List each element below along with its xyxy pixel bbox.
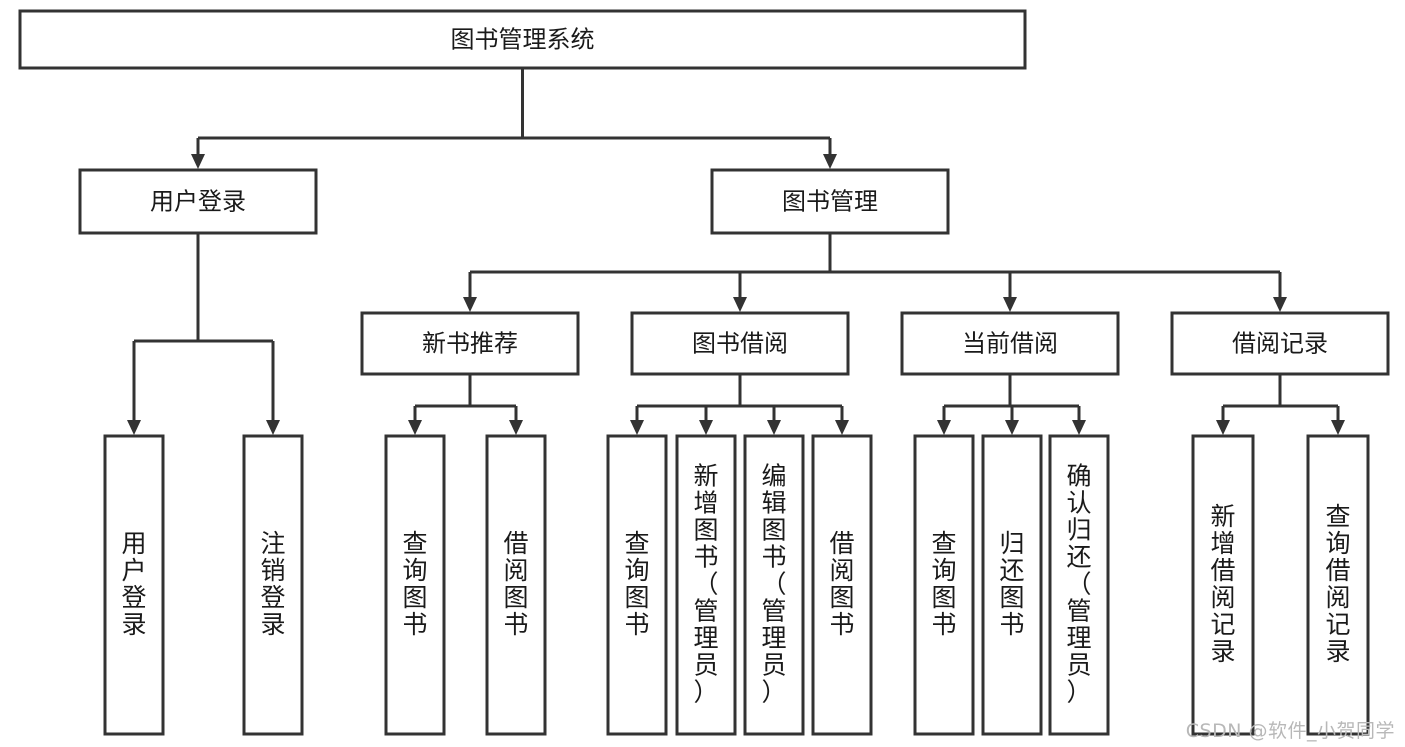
level3-node-3-box[interactable] [900, 311, 1120, 376]
level3-node-1-box[interactable] [360, 311, 580, 376]
leaf-node-1[interactable]: 用户登录 [103, 434, 165, 736]
level2-node-1-label: 用户登录 [150, 188, 246, 216]
leaf-node-11-label: 确认归还（管理员） [1066, 462, 1091, 707]
leaf-node-3-box[interactable] [384, 434, 446, 736]
leaf-node-9[interactable]: 查询图书 [913, 434, 975, 736]
leaf-node-4[interactable]: 借阅图书 [485, 434, 547, 736]
arrow-head-icon [463, 297, 477, 312]
leaf-node-5-label: 查询图书 [624, 529, 649, 639]
level2-node-1-box[interactable] [78, 168, 318, 235]
leaf-node-3[interactable]: 查询图书 [384, 434, 446, 736]
level3-node-4-label: 借阅记录 [1232, 330, 1328, 358]
leaf-node-10-label: 归还图书 [999, 529, 1024, 639]
arrow-head-icon [937, 420, 951, 435]
arrow-head-icon [733, 297, 747, 312]
arrow-head-icon [509, 420, 523, 435]
level3-node-1-label: 新书推荐 [422, 330, 518, 358]
leaf-node-7-box[interactable] [743, 434, 805, 736]
arrow-head-icon [266, 420, 280, 435]
arrow-head-icon [1331, 420, 1345, 435]
arrow-head-icon [1003, 297, 1017, 312]
leaf-node-10[interactable]: 归还图书 [981, 434, 1043, 736]
leaf-node-9-label: 查询图书 [931, 529, 956, 639]
leaf-node-11-box[interactable] [1048, 434, 1110, 736]
leaf-node-12-label: 新增借阅记录 [1210, 502, 1235, 666]
leaf-node-2-box[interactable] [242, 434, 304, 736]
leaf-node-12[interactable]: 新增借阅记录 [1191, 434, 1255, 736]
leaf-node-6-label: 新增图书（管理员） [693, 462, 718, 707]
leaf-node-12-box[interactable] [1191, 434, 1255, 736]
level3-node-4-box[interactable] [1170, 311, 1390, 376]
level3-node-2-label: 图书借阅 [692, 330, 788, 358]
root-node-book-management-system-label: 图书管理系统 [451, 26, 595, 54]
node-layer: 图书管理系统用户登录图书管理新书推荐图书借阅当前借阅借阅记录用户登录注销登录查询… [18, 9, 1390, 736]
leaf-node-3-label: 查询图书 [402, 529, 427, 639]
arrow-head-icon [1273, 297, 1287, 312]
arrow-head-icon [823, 154, 837, 169]
leaf-node-5-box[interactable] [606, 434, 668, 736]
level3-node-3-label: 当前借阅 [962, 330, 1058, 358]
leaf-node-6-box[interactable] [675, 434, 737, 736]
arrow-head-icon [127, 420, 141, 435]
leaf-node-11[interactable]: 确认归还（管理员） [1048, 434, 1110, 736]
leaf-node-13[interactable]: 查询借阅记录 [1306, 434, 1370, 736]
arrow-head-icon [191, 154, 205, 169]
level2-node-1[interactable]: 用户登录 [78, 168, 318, 235]
watermark-text: CSDN @软件_小贺同学 [1185, 720, 1395, 742]
leaf-node-4-box[interactable] [485, 434, 547, 736]
leaf-node-2-label: 注销登录 [260, 529, 285, 639]
leaf-node-8[interactable]: 借阅图书 [811, 434, 873, 736]
leaf-node-1-box[interactable] [103, 434, 165, 736]
leaf-node-4-label: 借阅图书 [503, 529, 528, 639]
arrow-head-icon [1005, 420, 1019, 435]
arrow-head-icon [835, 420, 849, 435]
leaf-node-6[interactable]: 新增图书（管理员） [675, 434, 737, 736]
level3-node-1[interactable]: 新书推荐 [360, 311, 580, 376]
root-node-book-management-system-box[interactable] [18, 9, 1027, 70]
arrow-head-icon [699, 420, 713, 435]
leaf-node-9-box[interactable] [913, 434, 975, 736]
leaf-node-13-label: 查询借阅记录 [1325, 502, 1350, 666]
leaf-node-10-box[interactable] [981, 434, 1043, 736]
leaf-node-8-box[interactable] [811, 434, 873, 736]
level3-node-3[interactable]: 当前借阅 [900, 311, 1120, 376]
arrow-head-icon [767, 420, 781, 435]
leaf-node-1-label: 用户登录 [121, 529, 146, 639]
leaf-node-8-label: 借阅图书 [829, 529, 854, 639]
root-node-book-management-system[interactable]: 图书管理系统 [18, 9, 1027, 70]
arrow-head-icon [1216, 420, 1230, 435]
level2-node-2[interactable]: 图书管理 [710, 168, 950, 235]
level3-node-2[interactable]: 图书借阅 [630, 311, 850, 376]
edge-layer [127, 68, 1345, 435]
level2-node-2-box[interactable] [710, 168, 950, 235]
leaf-node-7[interactable]: 编辑图书（管理员） [743, 434, 805, 736]
arrow-head-icon [408, 420, 422, 435]
level3-node-4[interactable]: 借阅记录 [1170, 311, 1390, 376]
level2-node-2-label: 图书管理 [782, 188, 878, 216]
level3-node-2-box[interactable] [630, 311, 850, 376]
arrow-head-icon [1072, 420, 1086, 435]
leaf-node-2[interactable]: 注销登录 [242, 434, 304, 736]
leaf-node-5[interactable]: 查询图书 [606, 434, 668, 736]
arrow-head-icon [630, 420, 644, 435]
leaf-node-13-box[interactable] [1306, 434, 1370, 736]
leaf-node-7-label: 编辑图书（管理员） [761, 462, 786, 707]
